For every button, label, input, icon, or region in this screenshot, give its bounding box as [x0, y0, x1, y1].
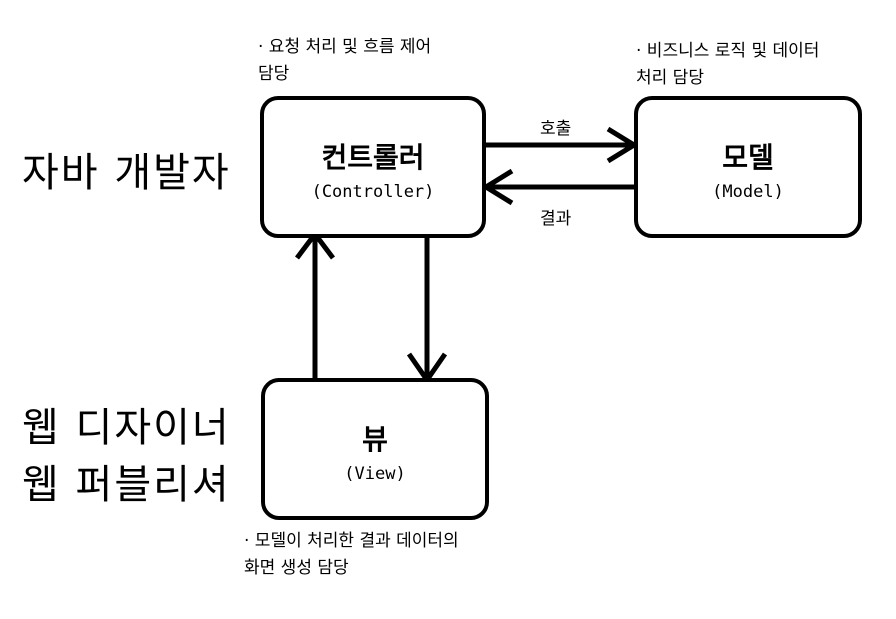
- view-note-line2: 화면 생성 담당: [244, 558, 349, 578]
- model-note: · 비즈니스 로직 및 데이터 처리 담당: [636, 38, 819, 92]
- controller-note-line1: · 요청 처리 및 흐름 제어: [258, 37, 432, 57]
- view-box: 뷰 (View): [261, 378, 489, 520]
- view-title: 뷰: [362, 423, 388, 456]
- model-note-line1: · 비즈니스 로직 및 데이터: [636, 41, 820, 61]
- result-arrow-head: [481, 168, 514, 206]
- controller-subtitle: (Controller): [311, 182, 435, 202]
- model-subtitle: (Model): [712, 182, 784, 202]
- controller-note-line2: 담당: [258, 64, 290, 84]
- role-web-designer: 웹 디자이너: [22, 405, 231, 451]
- view-note: · 모델이 처리한 결과 데이터의 화면 생성 담당: [244, 528, 459, 582]
- call-label: 호출: [540, 119, 572, 139]
- model-title: 모델: [722, 141, 774, 174]
- controller-title: 컨트롤러: [321, 141, 425, 174]
- controller-box: 컨트롤러 (Controller): [260, 96, 486, 238]
- controller-note: · 요청 처리 및 흐름 제어 담당: [258, 34, 431, 88]
- model-note-line2: 처리 담당: [636, 68, 704, 88]
- role-web-publisher: 웹 퍼블리셔: [22, 462, 231, 508]
- view-subtitle: (View): [344, 464, 406, 484]
- view-note-line1: · 모델이 처리한 결과 데이터의: [244, 531, 459, 551]
- role-java-developer: 자바 개발자: [22, 150, 231, 196]
- result-label: 결과: [540, 209, 572, 229]
- model-box: 모델 (Model): [634, 96, 862, 238]
